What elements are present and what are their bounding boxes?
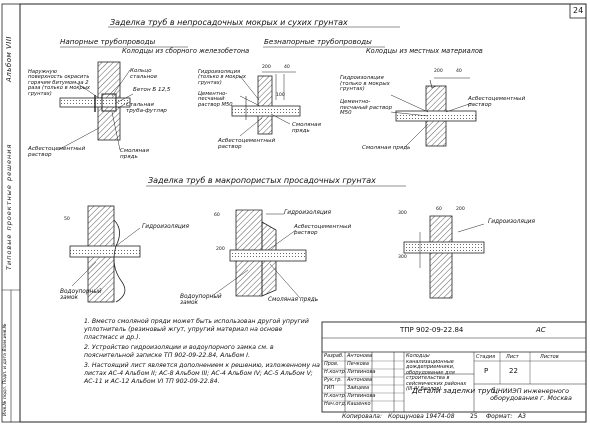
label-water-lock-left: Водоупорный замок	[60, 289, 102, 302]
detail-5	[211, 209, 307, 299]
stage-value: Р	[484, 367, 489, 375]
role-4: ГИП	[324, 385, 335, 391]
dim-300a: 300	[398, 211, 407, 216]
label-steel-ring: Кольцо стальное	[130, 68, 158, 81]
label-waterproof-2c: Гидроизоляция	[488, 219, 536, 225]
detail-4	[69, 205, 141, 303]
role-3: Рук.гр.	[324, 377, 342, 383]
dim-40b: 40	[456, 69, 462, 74]
album-label: Альбом VIII	[5, 36, 13, 82]
dim-300b: 300	[398, 255, 407, 260]
dim-200d: 200	[456, 207, 465, 212]
label-waterproof-2b: Гидроизоляция	[284, 210, 332, 216]
detail-1	[57, 61, 134, 151]
label-cement-right: Цементно-песчаный раствор М50	[340, 99, 393, 117]
note-3: 3. Настоящий лист является дополнением к…	[84, 362, 320, 385]
label-asbestos-2: Асбестоцементный раствор	[294, 224, 352, 237]
organization: ЦНИИЭП инженерного оборудования г. Москв…	[490, 387, 572, 403]
name-4: Зайцева	[347, 385, 370, 391]
format-value: А3	[518, 413, 526, 420]
label-asbestos-mid: Асбестоцементный раствор	[218, 138, 276, 151]
label-asbestos-left: Асбестоцементный раствор	[28, 146, 86, 159]
name-0: Антонова	[347, 353, 372, 359]
name-3: Антонова	[347, 377, 372, 383]
section1-title: Заделка труб в непросадочных мокрых и су…	[110, 18, 348, 27]
copied-label: Копировала:	[342, 413, 382, 420]
dim-200c: 200	[216, 247, 225, 252]
label-concrete: Бетон Б 12,5	[133, 87, 171, 93]
name-2: Литвинова	[347, 369, 376, 375]
role-0: Разраб.	[324, 353, 344, 359]
dim-40a: 40	[284, 65, 290, 70]
copied-name: Корщунова 19474-08	[388, 413, 455, 420]
label-outer-surface: Наружную поверхность окрасить горячим би…	[28, 69, 90, 97]
label-waterproof-2a: Гидроизоляция	[142, 224, 190, 230]
role-5: Н.контр.	[324, 393, 347, 399]
detail-3	[390, 77, 477, 149]
format-label: Формат:	[486, 413, 513, 420]
sheet-value: 22	[509, 367, 518, 375]
name-1: Печкова	[347, 361, 369, 367]
sheet-header: Лист	[506, 354, 519, 360]
dim-60b: 60	[436, 207, 442, 212]
page-number-box	[569, 3, 587, 19]
series-label: Типовые проектные решения	[5, 143, 13, 270]
page-number: 24	[573, 6, 584, 15]
role-1: Пров.	[324, 361, 339, 367]
dim-50a: 50	[64, 217, 70, 222]
label-resin-2: Смоляная прядь	[268, 297, 319, 303]
label-cement-mortar: Цементно-песчаный раствор М50	[198, 91, 233, 108]
drawing-name: Детали заделки труб.	[412, 386, 498, 395]
dim-200b: 200	[434, 69, 443, 74]
subheading-wells-precast: Колодцы из сборного железобетона	[122, 47, 250, 55]
label-resin-right: Смоляная прядь	[362, 145, 411, 151]
subheading-pressure: Напорные трубопроводы	[60, 37, 156, 46]
label-waterproof-right: Гидроизоляция (только в мокрых грунтах)	[340, 75, 390, 93]
label-resin-left: Смоляная прядь	[120, 148, 149, 161]
dim-60: 60	[214, 213, 220, 218]
title-block-lines	[321, 321, 587, 413]
detail-6	[403, 215, 485, 299]
label-water-lock-mid: Водоупорный замок	[180, 294, 222, 307]
role-6: Нач.отд.	[324, 401, 347, 407]
dim-100: 100	[276, 93, 285, 98]
name-6: Кашенко	[347, 401, 371, 407]
role-2: Н.контр.	[324, 369, 347, 375]
label-waterproof-top: Гидроизоляция (только в мокрых грунтах)	[198, 69, 246, 86]
note-1: 1. Вместо смоляной пряди может быть испо…	[84, 318, 309, 341]
note-2: 2. Устройство гидроизоляции и водоупорно…	[84, 344, 274, 359]
section2-title: Заделка труб в макропористых просадочных…	[148, 176, 376, 185]
dim-200a: 200	[262, 65, 271, 70]
label-asbestos-right: Асбестоцементный раствор	[468, 96, 526, 109]
project-name: Колодцы канализационные дождеприемники, …	[406, 353, 467, 392]
subheading-wells-local: Колодцы из местных материалов	[366, 47, 483, 55]
title-code: ТПР 902-09-22.84	[400, 326, 464, 334]
footer-number: 25	[470, 413, 478, 420]
subheading-gravity: Безнапорные трубопроводы	[264, 37, 372, 46]
sheets-header: Листов	[540, 354, 559, 360]
stamp-text: Инв.№ подл. Подп. и дата Взам.инв.№	[3, 323, 8, 416]
name-5: Литвинова	[347, 393, 376, 399]
label-steel-sleeve: Стальная труба-футляр	[126, 102, 167, 115]
stage-header: Стадия	[476, 354, 496, 360]
label-resin-mid: Смоляная прядь	[292, 122, 321, 135]
detail-2	[231, 71, 301, 137]
title-sheet-code: АС	[536, 326, 546, 334]
